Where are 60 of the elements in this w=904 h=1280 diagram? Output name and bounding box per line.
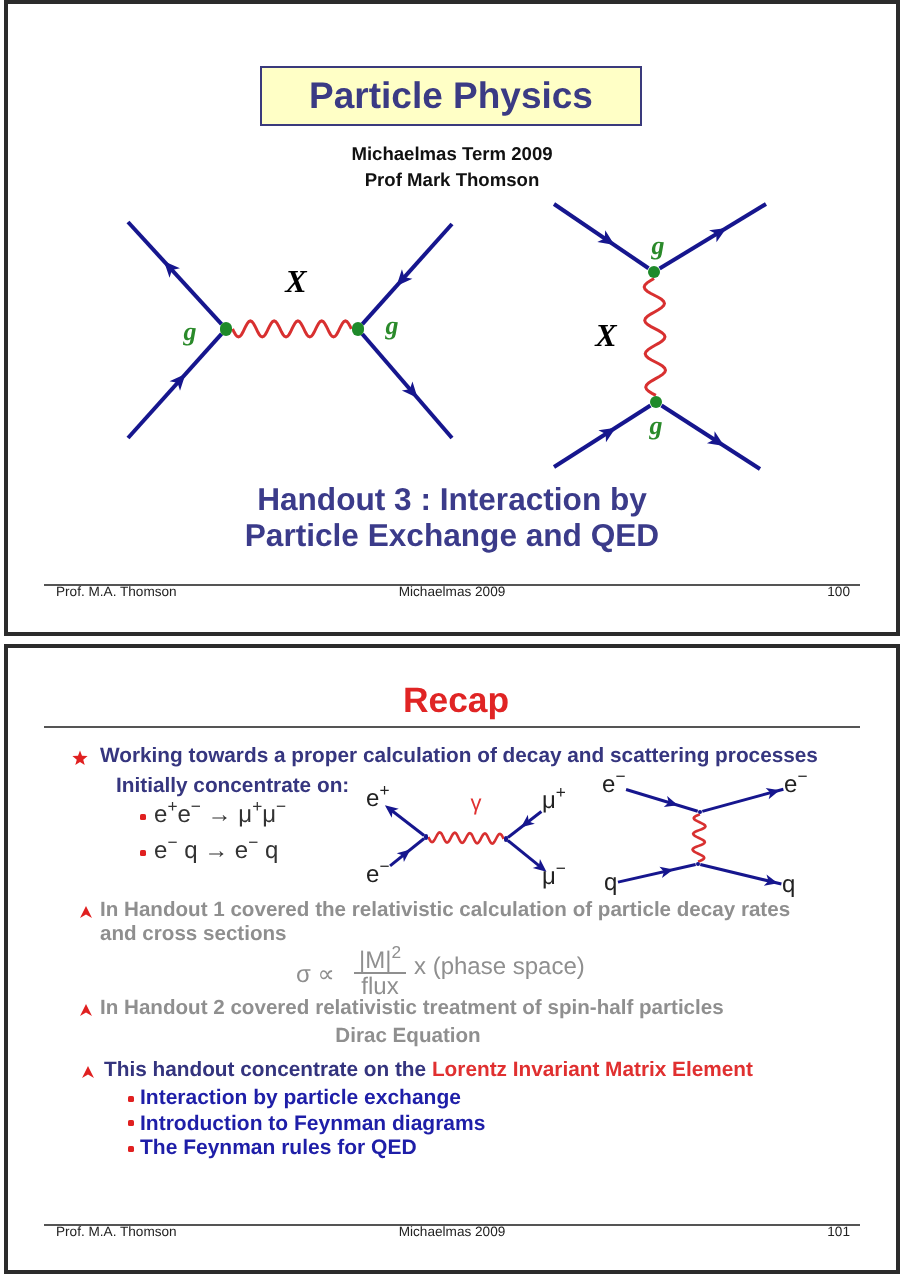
bullet-text: Interaction by particle exchange [140, 1086, 461, 1111]
particle-label: μ$^{−}$ [542, 864, 566, 892]
arrow-line [660, 403, 762, 471]
process-text: e$^{+}$e$^{−}$ → μ$^{+}$μ$^{−}$ [154, 802, 287, 830]
subtitle: Michaelmas Term 2009 [351, 144, 553, 166]
bullet-text: In Handout 2 covered relativistic treatment of spin-half particles [100, 998, 724, 1023]
bullet-text: Initially concentrate on: [116, 776, 350, 800]
arrow-line [506, 839, 547, 872]
vertex-point [423, 834, 429, 840]
arrow-line [126, 220, 223, 326]
vertex-label: g [385, 312, 399, 342]
bullet-text: In Handout 1 covered the relativistic calculation of particle decay rates and cross sections [100, 899, 793, 946]
vertex-label: g [649, 412, 663, 442]
bullet-text: Working towards a proper calculation of decay and scattering processes [100, 745, 818, 770]
vertex-point [697, 809, 703, 815]
handout-title: Handout 3 : Interaction by Particle Exchange and QED [242, 483, 662, 558]
arrow-line [552, 403, 652, 469]
subtitle: Prof Mark Thomson [364, 170, 540, 192]
arrow-line [384, 805, 425, 837]
process-text: e$^{−}$ q → e$^{−}$ q [154, 838, 279, 866]
particle-label: e$^{+}$ [366, 786, 390, 814]
arrow-line [506, 810, 543, 839]
particle-label: q [604, 870, 618, 898]
arrow-line [126, 332, 224, 440]
edge-label: γ [470, 792, 482, 818]
arrow-line [360, 222, 454, 326]
particle-label: e$^{−}$ [366, 862, 390, 890]
arrow-line [360, 332, 454, 440]
particle-label: q [782, 872, 796, 900]
bullet-text: The Feynman rules for QED [140, 1136, 417, 1161]
wavy-line [427, 830, 505, 846]
equation-name: Dirac Equation [335, 1026, 481, 1050]
arrow-line [552, 202, 650, 270]
particle-label: e$^{−}$ [784, 772, 808, 800]
bullet-text: This handout concentrate on the Lorentz Invariant Matrix Element [104, 1060, 753, 1084]
edge-label: X [595, 320, 617, 357]
formula-text: |M|$^{2}$ [358, 947, 402, 972]
vertex-point [695, 861, 701, 867]
vertex-label: g [183, 318, 197, 348]
arrow-line [625, 788, 699, 813]
formula-text: σ ∝ [296, 961, 335, 986]
arrow-line [699, 863, 782, 886]
title-text: Particle Physics [309, 74, 593, 118]
arrow-line [389, 837, 426, 868]
wavy-line [691, 813, 707, 863]
title-box [260, 66, 642, 126]
vertex-point [503, 836, 509, 842]
arrow-line [658, 202, 768, 271]
bullet-text: Introduction to Feynman diagrams [140, 1111, 486, 1136]
wavy-line [231, 319, 353, 339]
arrow-line [701, 787, 784, 813]
edge-label: X [285, 266, 307, 303]
formula-text: x (phase space) [414, 953, 585, 978]
vertex-label: g [651, 232, 665, 262]
arrow-line [617, 863, 696, 884]
slide-heading: Recap [402, 679, 510, 721]
formula-text: flux [361, 973, 399, 998]
particle-label: μ$^{+}$ [542, 788, 566, 816]
particle-label: e$^{−}$ [602, 772, 626, 800]
wavy-line [642, 277, 668, 397]
